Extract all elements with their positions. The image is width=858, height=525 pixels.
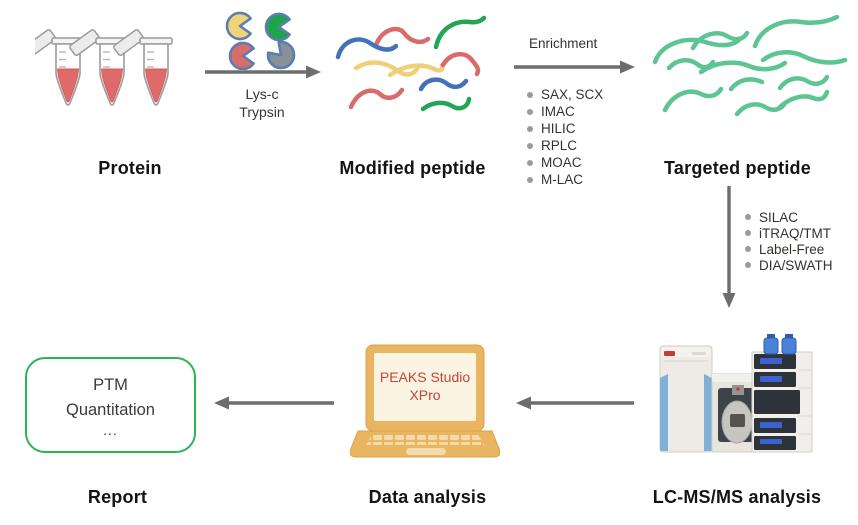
report-box-line2: Quantitation xyxy=(66,401,155,419)
labeling-method: SILAC xyxy=(759,209,799,225)
enrichment-method-item: MOAC xyxy=(527,154,603,171)
bullet-icon xyxy=(527,176,533,183)
enrichment-title: Enrichment xyxy=(529,36,598,51)
laptop-screen-line1: PEAKS Studio xyxy=(379,369,471,385)
labeling-method: DIA/SWATH xyxy=(759,257,833,273)
enrichment-method-item: IMAC xyxy=(527,103,603,120)
laptop-screen-line2: XPro xyxy=(409,387,441,404)
bullet-icon xyxy=(527,91,533,98)
green-squiggle-peptides-icon xyxy=(652,14,848,117)
bullet-icon xyxy=(745,230,751,236)
enrichment-method: M-LAC xyxy=(541,172,584,187)
lcms-to-data-arrow-icon xyxy=(516,396,634,410)
bullet-icon xyxy=(745,262,751,268)
data-to-report-arrow-icon xyxy=(214,396,334,410)
lc-ms-instrument-icon xyxy=(659,334,813,453)
bullet-icon xyxy=(527,125,533,132)
report-result-box: PTM Quantitation ... xyxy=(25,357,196,453)
enrichment-method: SAX, SCX xyxy=(541,87,604,102)
laptop-icon xyxy=(350,344,500,458)
enrichment-method: RPLC xyxy=(541,138,578,153)
enrichment-method-list: SAX, SCX IMAC HILIC RPLC MOAC M-LAC xyxy=(527,86,603,188)
labeling-method: Label-Free xyxy=(759,241,825,257)
bullet-icon xyxy=(527,159,533,166)
enrichment-arrow-icon xyxy=(514,60,635,74)
bullet-icon xyxy=(745,214,751,220)
enrichment-method-item: M-LAC xyxy=(527,171,603,188)
bullet-icon xyxy=(527,142,533,149)
enrichment-method: MOAC xyxy=(541,155,582,170)
report-box-line3: ... xyxy=(103,421,118,438)
enrichment-method-item: RPLC xyxy=(527,137,603,154)
data-analysis-label: Data analysis xyxy=(368,487,487,507)
digestion-enzyme-text: Lys-c Trypsin xyxy=(212,86,312,122)
laptop-screen-text: PEAKS Studio XPro xyxy=(366,368,484,404)
modified-peptide-label: Modified peptide xyxy=(339,158,486,178)
labeling-method: iTRAQ/TMT xyxy=(759,225,831,241)
enrichment-method: HILIC xyxy=(541,121,576,136)
enrichment-method: IMAC xyxy=(541,104,575,119)
multicolor-squiggle-peptides-icon xyxy=(335,15,487,112)
enrichment-method-item: HILIC xyxy=(527,120,603,137)
microcentrifuge-tubes-icon xyxy=(35,28,173,106)
labeling-method-item: Label-Free xyxy=(745,241,833,257)
labeling-method-item: DIA/SWATH xyxy=(745,257,833,273)
lcms-analysis-label: LC-MS/MS analysis xyxy=(652,487,822,507)
labeling-method-item: iTRAQ/TMT xyxy=(745,225,833,241)
digestion-enzyme-line2: Trypsin xyxy=(239,103,285,120)
labeling-arrow-icon xyxy=(722,186,736,308)
digestion-enzyme-line1: Lys-c xyxy=(245,86,279,102)
pacman-enzyme-icons xyxy=(225,11,296,70)
bullet-icon xyxy=(527,108,533,115)
labeling-method-item: SILAC xyxy=(745,209,833,225)
protein-label: Protein xyxy=(98,158,162,178)
digestion-arrow-icon xyxy=(205,65,321,79)
report-box-line1: PTM xyxy=(93,376,128,395)
labeling-method-list: SILAC iTRAQ/TMT Label-Free DIA/SWATH xyxy=(745,209,833,273)
bullet-icon xyxy=(745,246,751,252)
enrichment-method-item: SAX, SCX xyxy=(527,86,603,103)
report-label: Report xyxy=(87,487,148,507)
targeted-peptide-label: Targeted peptide xyxy=(664,158,811,178)
